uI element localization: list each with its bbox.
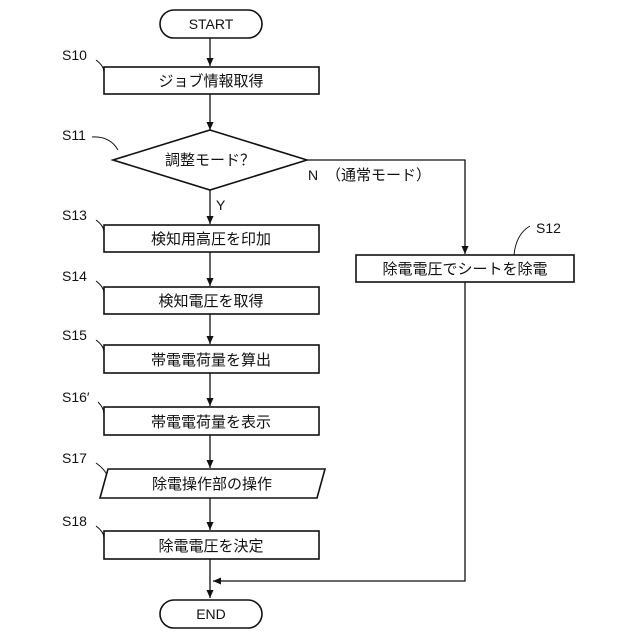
step-id-leader bbox=[96, 60, 104, 72]
step-text: 帯電電荷量を算出 bbox=[151, 351, 271, 369]
step-s10: S10 ジョブ情報取得 bbox=[62, 47, 319, 94]
step-text: 帯電電荷量を表示 bbox=[151, 413, 271, 431]
step-id-label: S13 bbox=[62, 207, 87, 223]
start-terminal: START bbox=[160, 10, 262, 38]
step-text: ジョブ情報取得 bbox=[158, 72, 263, 90]
step-id-leader bbox=[92, 137, 118, 150]
branch-no-note: （通常モード） bbox=[326, 166, 431, 184]
branch-no-label: N bbox=[308, 167, 318, 183]
step-id-label: S11 bbox=[62, 127, 86, 143]
step-text: 検知電圧を取得 bbox=[158, 292, 263, 310]
step-s18: S18 除電電圧を決定 bbox=[62, 513, 319, 559]
step-id-leader bbox=[96, 281, 104, 293]
step-s13: S13 検知用高圧を印加 bbox=[62, 207, 319, 252]
step-id-label: S16′ bbox=[62, 389, 90, 405]
step-id-label: S14 bbox=[62, 268, 87, 284]
decision-text: 調整モード？ bbox=[165, 151, 255, 169]
step-text: 除電操作部の操作 bbox=[152, 475, 272, 493]
end-terminal: END bbox=[160, 600, 262, 628]
start-label: START bbox=[189, 16, 234, 32]
step-id-label: S17 bbox=[62, 450, 87, 466]
step-id-leader bbox=[514, 226, 530, 255]
step-id-leader bbox=[96, 526, 104, 538]
step-text: 除電電圧を決定 bbox=[158, 537, 263, 555]
branch-yes-label: Y bbox=[216, 197, 226, 213]
step-id-label: S10 bbox=[62, 47, 87, 63]
step-id-leader bbox=[96, 340, 104, 352]
step-s17: S17 除電操作部の操作 bbox=[62, 450, 325, 498]
step-id-label: S18 bbox=[62, 513, 87, 529]
step-text: 検知用高圧を印加 bbox=[151, 230, 271, 248]
step-id-leader bbox=[96, 220, 104, 232]
step-s15: S15 帯電電荷量を算出 bbox=[62, 327, 319, 373]
step-s16: S16′ 帯電電荷量を表示 bbox=[62, 389, 319, 435]
decision-s11: S11 調整モード？ bbox=[62, 127, 307, 190]
connectors bbox=[210, 38, 465, 598]
step-id-label: S15 bbox=[62, 327, 87, 343]
step-text: 除電電圧でシートを除電 bbox=[382, 260, 547, 278]
step-id-label: S12 bbox=[536, 220, 561, 236]
step-id-leader bbox=[98, 402, 104, 414]
step-s14: S14 検知電圧を取得 bbox=[62, 268, 319, 314]
end-label: END bbox=[196, 606, 226, 622]
